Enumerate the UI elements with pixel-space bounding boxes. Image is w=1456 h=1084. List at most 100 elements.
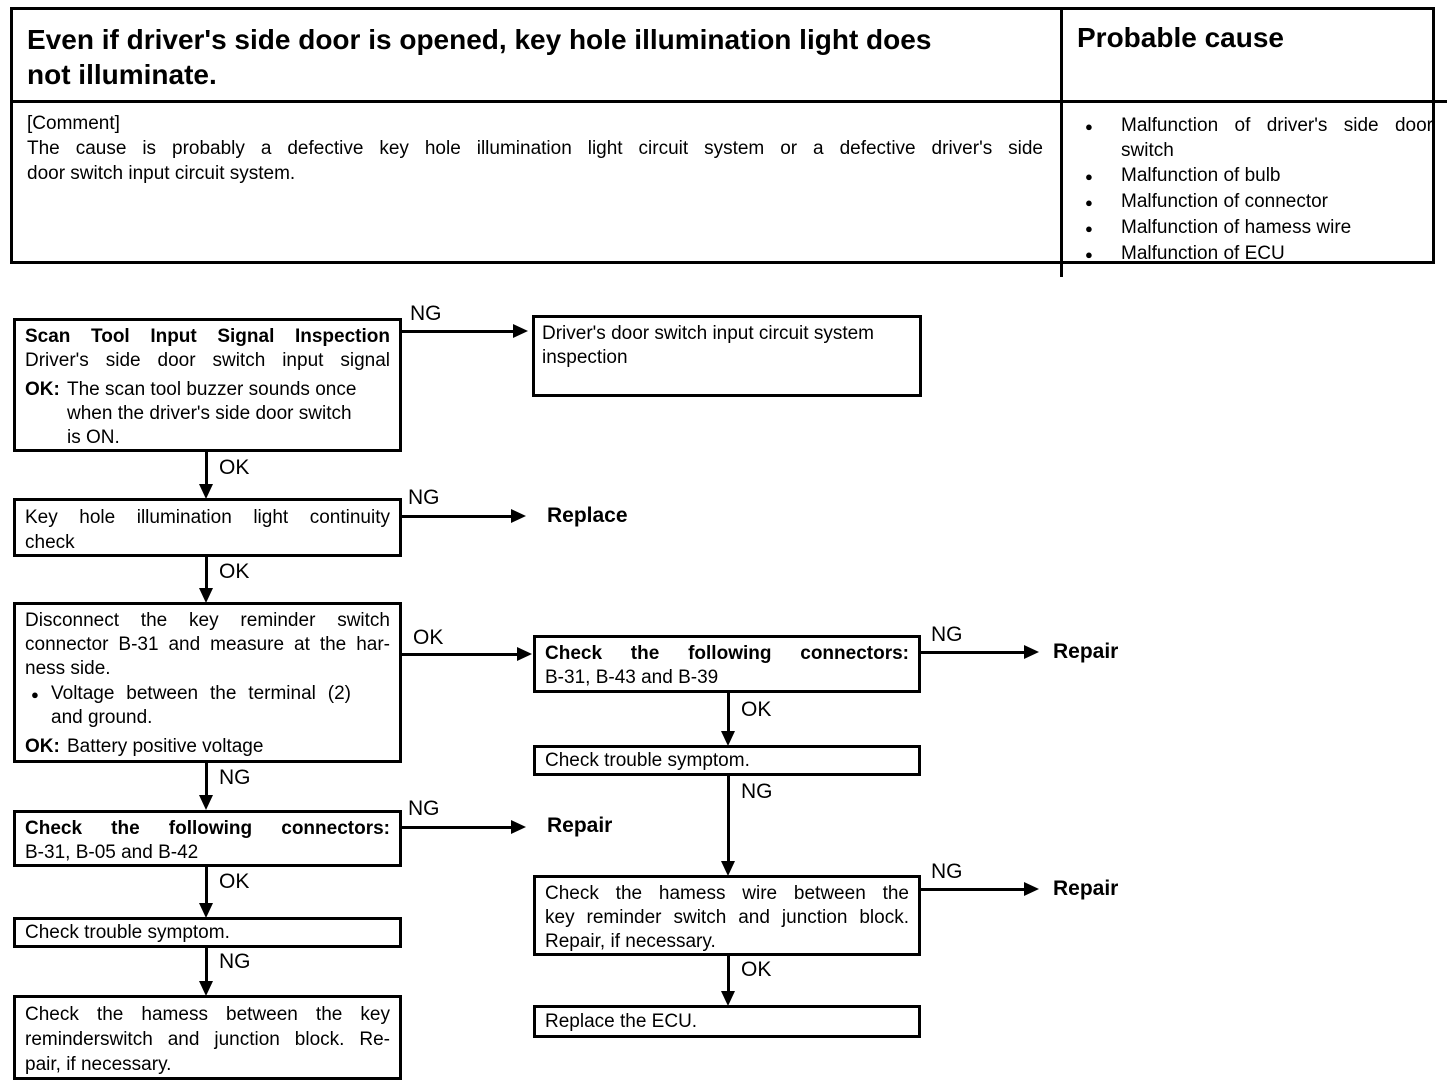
- edge-label-ng: NG: [408, 797, 440, 820]
- flow-box-connectors-left: Check the following connectors: B-31, B-…: [13, 810, 402, 867]
- arrow-right-icon: [517, 647, 532, 661]
- action-replace: Replace: [547, 504, 628, 527]
- connectors-detail: B-31, B-05 and B-42: [25, 842, 199, 863]
- flow-box-door-circuit-inspection: Driver's door switch input circuit syste…: [532, 315, 922, 397]
- bullet-line: and ground.: [51, 707, 153, 728]
- symptom-title-line-1: Even if driver's side door is opened, ke…: [27, 24, 932, 55]
- cause-item: ● Malfunction of bulb: [1085, 163, 1433, 189]
- keyhole-line: check: [25, 532, 75, 553]
- bullet-icon: ●: [1085, 247, 1093, 262]
- keyhole-line: Key hole illumination light continuity: [25, 507, 390, 528]
- edge-label-ng: NG: [219, 950, 251, 973]
- harness-right-line: Check the hamess wire between the: [545, 883, 909, 904]
- edge-label-ng: NG: [219, 766, 251, 789]
- connectors-title: Check the following connectors:: [25, 818, 390, 839]
- edge-connectors-right-ok-line: [727, 693, 730, 733]
- arrow-down-icon: [721, 861, 735, 876]
- edge-connectors-left-ok-line: [205, 867, 208, 905]
- flow-box-replace-ecu: Replace the ECU.: [533, 1005, 921, 1038]
- harness-left-line: reminderswitch and junction block. Re-: [25, 1029, 390, 1050]
- edge-label-ok: OK: [741, 698, 772, 721]
- edge-label-ng: NG: [741, 780, 773, 803]
- comment-cell: [Comment] The cause is probably a defect…: [13, 100, 1060, 277]
- edge-label-ok: OK: [219, 560, 250, 583]
- replace-ecu-text: Replace the ECU.: [545, 1011, 698, 1032]
- cause-text: Malfunction of connector: [1121, 191, 1329, 212]
- cause-text: Malfunction of driver's side door switch: [1121, 115, 1433, 161]
- arrow-down-icon: [721, 731, 735, 746]
- harness-right-line: Repair, if necessary.: [545, 931, 716, 952]
- symptom-table: Even if driver's side door is opened, ke…: [10, 7, 1447, 277]
- ok-spec-text: Battery positive voltage: [67, 736, 264, 757]
- edge-harness-right-ok-line: [727, 956, 730, 993]
- edge-symptom-left-ng-line: [205, 948, 208, 982]
- bullet-icon: ●: [1085, 221, 1093, 236]
- arrow-down-icon: [199, 903, 213, 918]
- edge-keyhole-ng-line: [402, 515, 512, 518]
- bullet-line: Voltage between the terminal (2): [51, 683, 351, 704]
- edge-label-ng: NG: [931, 860, 963, 883]
- flow-box-harness-left: Check the hamess between the key reminde…: [13, 995, 402, 1080]
- edge-connectors-left-ng-line: [402, 826, 512, 829]
- action-repair: Repair: [1053, 877, 1119, 900]
- door-circuit-line: Driver's door switch input circuit syste…: [542, 323, 874, 344]
- cause-item: ● Malfunction of hamess wire: [1085, 215, 1433, 241]
- disconnect-line: Disconnect the key reminder switch: [25, 610, 390, 631]
- ok-spec-line: The scan tool buzzer sounds once: [67, 379, 357, 400]
- flow-box-keyhole-continuity: Key hole illumination light continuity c…: [13, 498, 402, 557]
- cause-item: ● Malfunction of connector: [1085, 189, 1433, 215]
- edge-label-ok: OK: [741, 958, 772, 981]
- comment-line-2: door switch input circuit system.: [27, 163, 296, 184]
- flow-box-check-symptom-left: Check trouble symptom.: [13, 917, 402, 948]
- disconnect-ok-spec: OK: Battery positive voltage: [25, 735, 390, 759]
- flow-box-connectors-right: Check the following connectors: B-31, B-…: [533, 635, 921, 693]
- causes-cell: ● Malfunction of driver's side door swit…: [1060, 100, 1447, 277]
- scan-tool-title: Scan Tool Input Signal Inspection: [25, 326, 390, 347]
- scan-tool-ok-spec: OK: The scan tool buzzer sounds once whe…: [25, 378, 390, 450]
- action-repair: Repair: [547, 814, 613, 837]
- comment-label: [Comment]: [27, 113, 120, 134]
- edge-disconnect-ok-line: [402, 653, 518, 656]
- edge-label-ok: OK: [219, 456, 250, 479]
- edge-harness-right-ng-line: [921, 888, 1025, 891]
- cause-text: Malfunction of hamess wire: [1121, 217, 1352, 238]
- check-symptom-text: Check trouble symptom.: [25, 922, 230, 943]
- edge-connectors-right-ng-line: [921, 651, 1025, 654]
- arrow-down-icon: [199, 981, 213, 996]
- edge-scan-ng-line: [402, 330, 514, 333]
- edge-label-ng: NG: [931, 623, 963, 646]
- harness-left-line: pair, if necessary.: [25, 1054, 172, 1075]
- flow-box-scan-tool-inspection: Scan Tool Input Signal Inspection Driver…: [13, 318, 402, 452]
- disconnect-line: ness side.: [25, 658, 111, 679]
- comment-line-1: The cause is probably a defective key ho…: [27, 138, 1043, 159]
- disconnect-line: connector B-31 and measure at the har-: [25, 634, 390, 655]
- flow-box-check-symptom-right: Check trouble symptom.: [533, 745, 921, 776]
- harness-right-line: key reminder switch and junction block.: [545, 907, 909, 928]
- cause-text: Malfunction of bulb: [1121, 165, 1281, 186]
- connectors-title: Check the following connectors:: [545, 643, 909, 664]
- ok-spec-line: when the driver's side door switch: [67, 403, 352, 424]
- bullet-icon: ●: [1085, 119, 1093, 134]
- arrow-down-icon: [199, 484, 213, 499]
- symptom-title-cell: Even if driver's side door is opened, ke…: [13, 10, 1060, 100]
- edge-label-ng: NG: [410, 302, 442, 325]
- scan-tool-subtitle: Driver's side door switch input signal: [25, 350, 390, 371]
- flow-box-harness-right: Check the hamess wire between the key re…: [533, 875, 921, 956]
- ok-prefix: OK:: [25, 736, 60, 757]
- cause-text: Malfunction of ECU: [1121, 243, 1285, 264]
- edge-disconnect-ng-line: [205, 763, 208, 797]
- edge-label-ok: OK: [219, 870, 250, 893]
- bullet-icon: ●: [1085, 195, 1093, 210]
- probable-cause-cell: Probable cause: [1060, 10, 1447, 100]
- arrow-down-icon: [721, 991, 735, 1006]
- edge-scan-ok-line: [205, 452, 208, 486]
- action-repair: Repair: [1053, 640, 1119, 663]
- ok-spec-text: The scan tool buzzer sounds once when th…: [67, 378, 356, 450]
- arrow-right-icon: [511, 509, 526, 523]
- harness-left-line: Check the hamess between the key: [25, 1004, 390, 1025]
- arrow-down-icon: [199, 795, 213, 810]
- bullet-icon: ●: [31, 687, 39, 702]
- disconnect-bullet-item: ● Voltage between the terminal (2) and g…: [25, 682, 390, 730]
- edge-label-ok: OK: [413, 626, 444, 649]
- door-circuit-line: inspection: [542, 347, 628, 368]
